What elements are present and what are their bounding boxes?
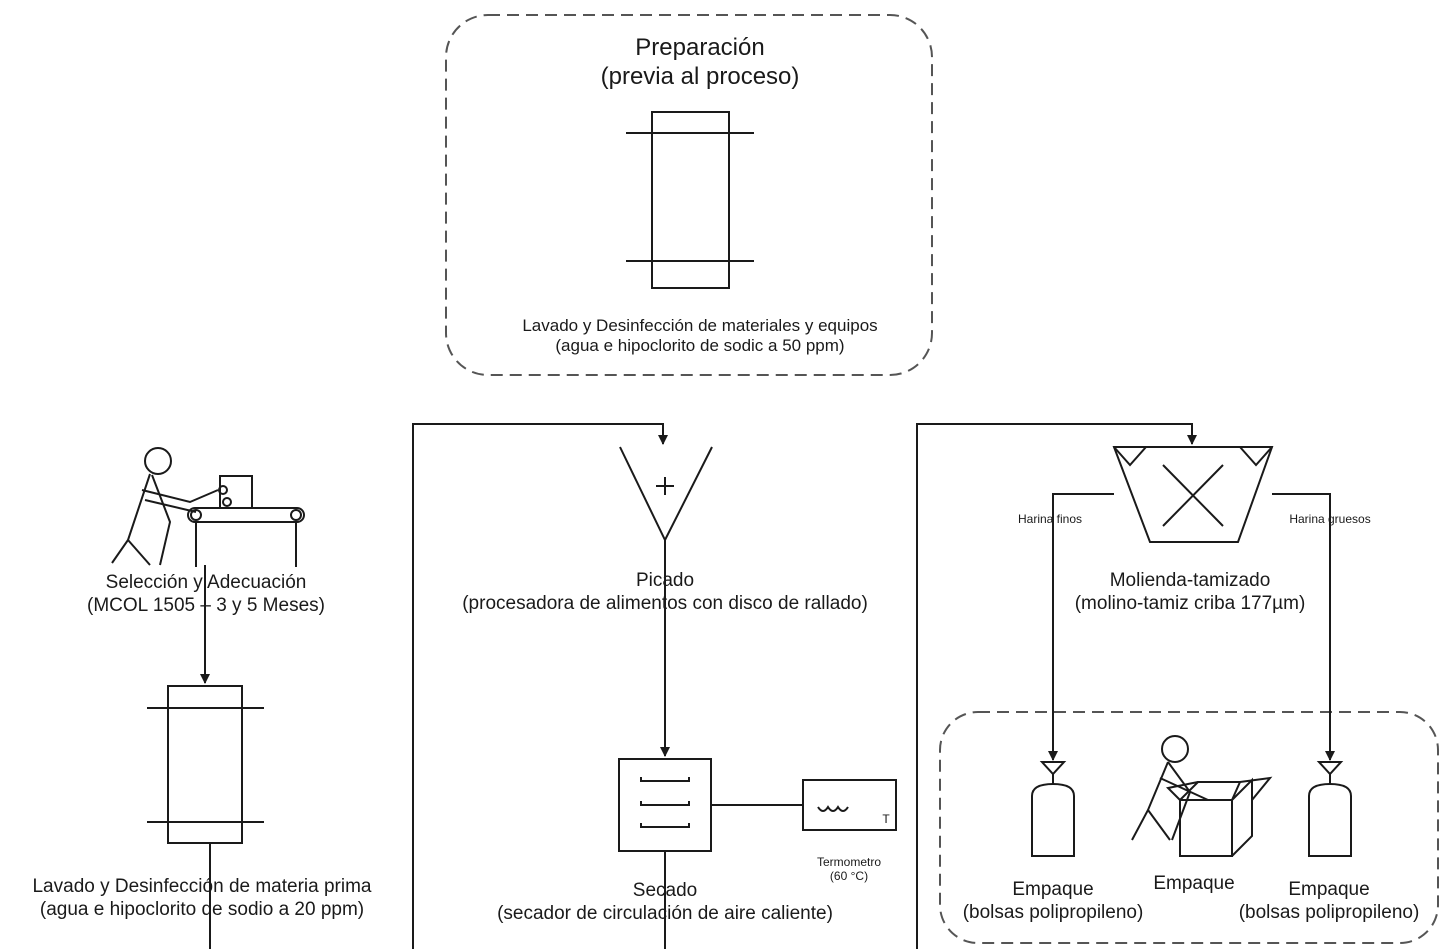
packaging-right-detail: (bolsas polipropileno) (1238, 901, 1420, 923)
selection-label: Selección y Adecuación (MCOL 1505 – 3 y … (87, 572, 325, 618)
packaging-right-label: Empaque (bolsas polipropileno) (1239, 879, 1420, 925)
packaging-center-label: Empaque (1153, 873, 1235, 894)
selection-detail-text: (MCOL 1505 – 3 y 5 Meses) (87, 594, 325, 616)
washing-label: Lavado y Desinfección de materia prima (… (32, 876, 371, 922)
washing-detail-text: (agua e hipoclorito de sodio a 20 ppm) (39, 898, 365, 920)
preparation-tank-icon (626, 111, 754, 289)
milling-label-text: Molienda-tamizado (1109, 570, 1271, 591)
chopping-label: Picado (procesadora de alimentos con dis… (462, 570, 868, 616)
packaging-left-text: Empaque (1012, 879, 1094, 900)
preparation-title: Preparación (previa al proceso) (601, 34, 800, 92)
preparation-container (445, 14, 933, 376)
bag-left-icon (1031, 761, 1075, 857)
drying-detail-text: (secador de circulación de aire caliente… (497, 902, 833, 924)
preparation-step-label: Lavado y Desinfección de materiales y eq… (522, 316, 877, 357)
preparation-step-detail: (agua e hipoclorito de sodic a 50 ppm) (555, 336, 845, 356)
bag-right-icon (1308, 761, 1352, 857)
hopper-icon (619, 446, 713, 543)
packaging-right-text: Empaque (1288, 879, 1370, 900)
packaging-container (939, 711, 1439, 944)
packing-worker-icon (1131, 735, 1273, 857)
drying-label-text: Secado (632, 880, 698, 901)
mill-sieve-icon (1112, 446, 1274, 543)
chopping-detail-text: (procesadora de alimentos con disco de r… (462, 592, 868, 614)
thermometer-label-text: Termometro (816, 855, 882, 869)
dryer-icon (618, 758, 897, 852)
milling-label: Molienda-tamizado (molino-tamiz criba 17… (1075, 570, 1306, 616)
thermometer-mark: T (882, 812, 890, 826)
flow-connectors (200, 423, 1335, 949)
packaging-left-label: Empaque (bolsas polipropileno) (963, 879, 1144, 925)
selection-label-text: Selección y Adecuación (105, 572, 307, 593)
worker-conveyor-icon (111, 447, 305, 567)
washing-label-text: Lavado y Desinfección de materia prima (32, 876, 372, 897)
coarse-flour-label: Harina gruesos (1289, 512, 1371, 526)
drying-label: Secado (secador de circulación de aire c… (497, 880, 833, 926)
packaging-left-detail: (bolsas polipropileno) (962, 901, 1144, 923)
thermometer-temp-text: (60 °C) (829, 869, 869, 884)
preparation-step-text: Lavado y Desinfección de materiales y eq… (522, 316, 878, 335)
preparation-title-text: Preparación (635, 34, 765, 61)
washing-tank-icon (147, 685, 264, 844)
fine-flour-label: Harina finos (1017, 512, 1083, 526)
preparation-subtitle-text: (previa al proceso) (600, 62, 800, 90)
chopping-label-text: Picado (635, 570, 695, 591)
thermometer-label: Termometro (60 °C) (817, 855, 881, 884)
milling-detail-text: (molino-tamiz criba 177µm) (1074, 592, 1306, 614)
